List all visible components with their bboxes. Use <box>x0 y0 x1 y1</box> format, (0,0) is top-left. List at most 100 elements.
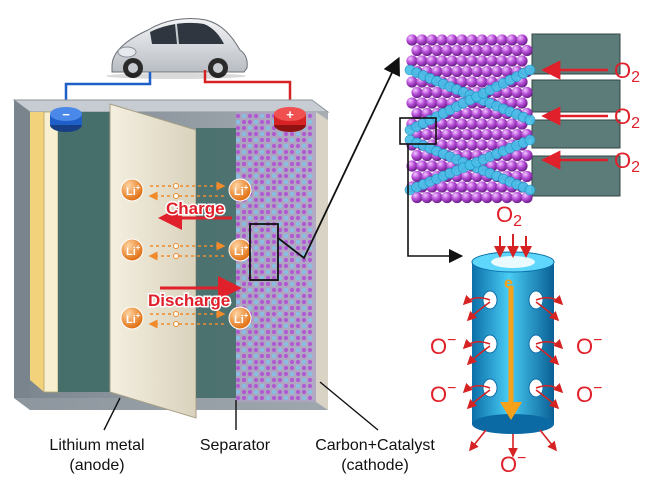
carbon-particle <box>265 377 271 383</box>
cathode-leader-line <box>319 381 379 431</box>
carbon-particle <box>241 215 247 221</box>
carbon-particle <box>265 155 271 161</box>
carbon-particle <box>259 155 265 161</box>
carbon-particle <box>289 299 295 305</box>
carbon-particle <box>283 317 289 323</box>
carbon-sphere <box>411 170 423 183</box>
carbon-particle <box>259 359 265 365</box>
carbon-particle <box>307 149 313 155</box>
carbon-particle <box>265 203 271 209</box>
carbon-particle <box>271 395 277 401</box>
carbon-particle <box>307 179 313 185</box>
charge-arrow: Charge <box>158 198 232 230</box>
carbon-sphere <box>496 34 508 46</box>
carbon-particle <box>253 245 259 251</box>
carbon-particle <box>265 347 271 353</box>
carbon-sphere <box>471 128 483 141</box>
li-ion-circle <box>228 178 252 202</box>
separator-caption: Separator <box>180 436 290 456</box>
carbon-sphere <box>491 191 503 204</box>
carbon-sphere <box>511 149 523 162</box>
carbon-particle <box>295 173 301 179</box>
nanowire-segment <box>524 134 536 146</box>
carbon-sphere <box>461 191 473 204</box>
carbon-particle <box>289 323 295 329</box>
carbon-particle <box>235 353 241 359</box>
carbon-particle <box>283 221 289 227</box>
carbon-particle <box>271 167 277 173</box>
carbon-particle <box>307 113 313 119</box>
anode-terminal: − <box>50 107 82 132</box>
carbon-particle <box>289 269 295 275</box>
carbon-particle <box>235 347 241 353</box>
carbon-particle <box>271 281 277 287</box>
carbon-particle <box>253 353 259 359</box>
carbon-particle <box>259 173 265 179</box>
carbon-particle <box>253 317 259 323</box>
carbon-particle <box>277 131 283 137</box>
carbon-particle <box>265 137 271 143</box>
carbon-particle <box>265 323 271 329</box>
carbon-particle <box>307 215 313 221</box>
carbon-particle <box>307 227 313 233</box>
carbon-particle <box>241 155 247 161</box>
carbon-particle <box>253 275 259 281</box>
carbon-sphere <box>411 149 423 162</box>
carbon-sphere <box>436 160 448 172</box>
carbon-particle <box>295 185 301 191</box>
separator-caption-text: Separator <box>199 437 271 454</box>
carbon-particle <box>253 119 259 125</box>
carbon-particle <box>283 275 289 281</box>
carbon-particle <box>307 311 313 317</box>
carbon-particle <box>307 263 313 269</box>
carbon-sphere <box>446 118 458 130</box>
carbon-particle <box>289 173 295 179</box>
carbon-particle <box>271 389 277 395</box>
li-ion-circle <box>228 238 252 262</box>
carbon-particle <box>283 281 289 287</box>
carbon-particle <box>265 275 271 281</box>
carbon-particle <box>259 317 265 323</box>
carbon-particle <box>271 215 277 221</box>
anode-caption: Lithium metal (anode) <box>22 436 172 476</box>
carbon-particle <box>289 395 295 401</box>
electron-dot <box>173 311 179 317</box>
carbon-sphere <box>516 97 528 109</box>
carbon-particle <box>289 377 295 383</box>
carbon-sphere <box>406 160 418 172</box>
carbon-particle <box>259 275 265 281</box>
carbon-sphere <box>521 86 533 99</box>
carbon-particle <box>301 263 307 269</box>
carbon-particle <box>307 137 313 143</box>
carbon-sphere <box>506 34 518 46</box>
carbon-particle <box>301 161 307 167</box>
li-ion: Li+ <box>228 178 252 202</box>
carbon-sphere <box>406 34 418 46</box>
carbon-particle <box>289 281 295 287</box>
carbon-particle <box>301 149 307 155</box>
carbon-particle <box>253 281 259 287</box>
carbon-particle <box>271 317 277 323</box>
carbon-particle <box>271 191 277 197</box>
carbon-particle <box>301 347 307 353</box>
carbon-sphere <box>451 65 463 78</box>
carbon-particle <box>253 329 259 335</box>
carbon-particle <box>301 341 307 347</box>
carbon-particle <box>265 173 271 179</box>
carbon-particle <box>253 149 259 155</box>
carbon-particle <box>277 233 283 239</box>
carbon-particle <box>277 149 283 155</box>
carbon-particle <box>283 311 289 317</box>
carbon-particle <box>301 335 307 341</box>
carbon-particle <box>307 269 313 275</box>
carbon-particle <box>301 389 307 395</box>
carbon-particle <box>235 125 241 131</box>
carbon-particle <box>295 353 301 359</box>
carbon-sphere <box>426 97 438 109</box>
carbon-particle <box>241 173 247 179</box>
carbon-particle <box>265 269 271 275</box>
carbon-particle <box>271 377 277 383</box>
carbon-particle <box>259 131 265 137</box>
carbon-particle <box>289 149 295 155</box>
carbon-particle <box>277 185 283 191</box>
